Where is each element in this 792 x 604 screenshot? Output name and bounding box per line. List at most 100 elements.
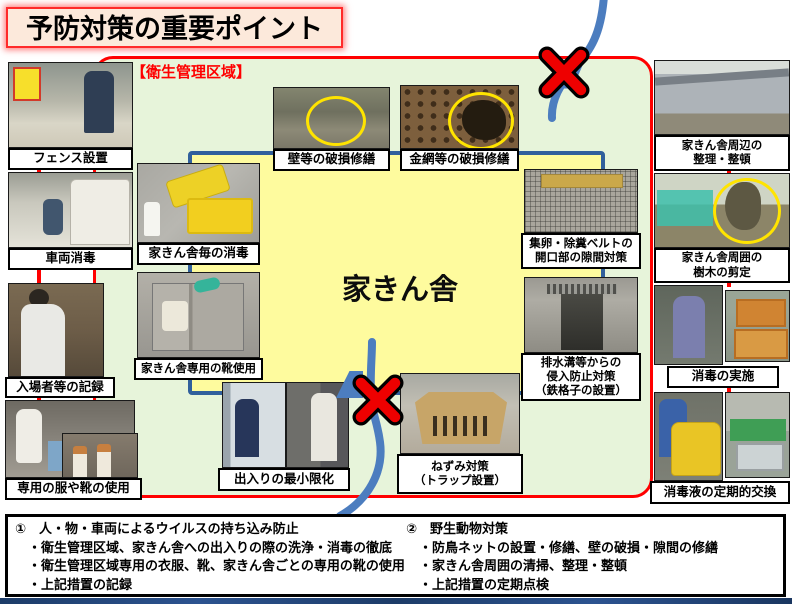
caption-text: 消毒液の定期的交換: [663, 484, 777, 499]
note-bullet: ・衛生管理区域専用の衣服、靴、家きん舎ごとの専用の靴の使用: [28, 558, 405, 574]
summary-notes-box: ① 人・物・車両によるウイルスの持ち込み防止 ・衛生管理区域、家きん舎への出入り…: [5, 514, 786, 597]
roof-line: [655, 68, 789, 86]
photo-vehicle-disinfection: [8, 172, 133, 248]
white-suit-figure: [311, 393, 337, 461]
highlight-circle-icon: [306, 96, 366, 146]
caption-per-house-disinfection: 家きん舎毎の消毒: [137, 243, 260, 265]
poultry-house-label: 家きん舎: [341, 274, 458, 306]
photo-entry-minimization-left: [222, 382, 286, 468]
bottom-navy-bar: [0, 598, 792, 604]
connector-tick: [727, 387, 731, 394]
note-heading: ① 人・物・車両によるウイルスの持ち込み防止: [15, 521, 299, 536]
caption-text: 家きん舎専用の靴使用: [141, 362, 256, 375]
yellow-tank: [671, 422, 721, 476]
note-bullet: ・上記措置の定期点検: [419, 576, 550, 592]
caption-disinfectant-replacement: 消毒液の定期的交換: [650, 481, 790, 504]
note-heading: ② 野生動物対策: [406, 521, 509, 536]
worker-figure: [673, 296, 705, 358]
highlight-circle-icon: [448, 92, 514, 148]
photo-disinfection-spraying: [654, 285, 723, 365]
caption-belt-gap-measure: 集卵・除糞ベルトの 開口部の隙間対策: [521, 233, 641, 269]
caption-text: 開口部の隙間対策: [535, 252, 627, 264]
boot-shape: [97, 444, 111, 477]
caption-house-dedicated-boots: 家きん舎専用の靴使用: [134, 358, 263, 380]
caption-text: 排水溝等からの: [540, 356, 622, 369]
photo-belt-gap-measure: [524, 169, 638, 233]
hygiene-zone-label: 【衛生管理区域】: [131, 64, 252, 81]
note-bullet: ・防鳥ネットの設置・修繕、壁の破損・隙間の修繕: [419, 539, 719, 555]
caption-text: 壁等の破損修繕: [287, 152, 376, 167]
photo-house-dedicated-boots: [137, 272, 260, 358]
photo-fence-installation: [8, 62, 133, 148]
caption-text: （トラップ設置）: [414, 475, 506, 487]
person-head: [29, 289, 49, 307]
worker-figure: [235, 399, 259, 457]
highlight-circle-icon: [713, 178, 781, 244]
caption-drain-intrusion-prevention: 排水溝等からの 侵入防止対策 （鉄格子の設置）: [521, 353, 641, 401]
orange-tray: [734, 329, 788, 359]
caption-text: 集卵・除糞ベルトの: [529, 237, 633, 250]
photo-disinfectant-tank: [654, 392, 723, 481]
photo-dedicated-boots-inset: [62, 433, 138, 478]
caption-surroundings-tidy: 家きん舎周辺の 整理・整頓: [654, 135, 790, 171]
note-virus-prevention: ① 人・物・車両によるウイルスの持ち込み防止 ・衛生管理区域、家きん舎への出入り…: [15, 520, 405, 594]
caption-text: 整理・整頓: [693, 154, 751, 166]
green-mat: [730, 419, 786, 441]
truck-shape: [70, 179, 130, 245]
caption-mesh-repair: 金網等の破損修繕: [400, 149, 519, 171]
worker-figure: [43, 199, 63, 235]
caption-rat-trap: ねずみ対策 （トラップ設置）: [397, 454, 523, 494]
caption-visitor-record: 入場者等の記録: [5, 377, 115, 398]
page-title: 予防対策の重要ポイント: [6, 7, 343, 48]
photo-entry-minimization-right: [286, 382, 349, 468]
note-bullet: ・上記措置の記録: [28, 576, 133, 592]
note-bullet: ・家きん舎周囲の清掃、整理・整頓: [419, 558, 628, 574]
orange-tray: [736, 299, 786, 327]
boot-shape: [73, 446, 87, 477]
worker-figure: [84, 71, 114, 133]
coverall-shape: [16, 409, 42, 463]
boot-shape: [144, 202, 160, 236]
caption-disinfection-implementation: 消毒の実施: [667, 366, 779, 388]
photo-disinfection-trays: [725, 290, 790, 362]
caption-text: ねずみ対策: [431, 460, 489, 473]
photo-per-house-disinfection: [137, 163, 260, 243]
caption-text: 専用の服や靴の使用: [17, 481, 130, 496]
caption-text: 金網等の破損修繕: [409, 152, 510, 167]
photo-drain-intrusion-prevention: [524, 277, 638, 353]
green-net: [657, 190, 713, 226]
caption-wall-repair: 壁等の破損修繕: [273, 149, 390, 171]
caption-fence-installation: フェンス設置: [8, 148, 133, 170]
white-boots: [162, 301, 188, 331]
photo-rat-trap: [400, 373, 520, 454]
connector-tick: [37, 394, 41, 402]
connector-tick: [37, 166, 41, 175]
connector-tick: [37, 268, 41, 284]
caption-text: 家きん舎周囲の: [681, 252, 763, 265]
drain-channel: [561, 294, 603, 350]
caption-dedicated-clothes: 専用の服や靴の使用: [5, 478, 142, 500]
caption-text: 家きん舎周辺の: [681, 139, 763, 152]
belt-beam: [541, 174, 623, 188]
photo-tree-pruning: [654, 173, 790, 248]
photo-visitor-record: [8, 283, 104, 377]
trap-slots: [433, 416, 491, 436]
photo-mesh-repair: [400, 85, 519, 149]
no-entry-sign: [13, 67, 41, 101]
caption-text: 家きん舎毎の消毒: [148, 246, 249, 261]
caption-text: 樹木の剪定: [693, 266, 751, 279]
photo-wall-repair: [273, 87, 390, 149]
disinfectant-tray: [187, 198, 253, 234]
iron-grate: [547, 284, 617, 294]
caption-tree-pruning: 家きん舎周囲の 樹木の剪定: [654, 248, 790, 283]
caption-text: 出入りの最小限化: [233, 471, 334, 486]
note-bullet: ・衛生管理区域、家きん舎への出入りの際の洗浄・消毒の徹底: [28, 539, 393, 555]
caption-entry-minimization: 出入りの最小限化: [218, 468, 350, 491]
photo-surroundings-tidy: [654, 60, 790, 135]
wash-tray: [736, 443, 784, 471]
caption-text: 消毒の実施: [691, 369, 755, 384]
caption-vehicle-disinfection: 車両消毒: [8, 248, 133, 270]
white-coat-figure: [21, 304, 65, 376]
note-wild-animal-measures: ② 野生動物対策 ・防鳥ネットの設置・修繕、壁の破損・隙間の修繕 ・家きん舎周囲…: [406, 520, 784, 594]
